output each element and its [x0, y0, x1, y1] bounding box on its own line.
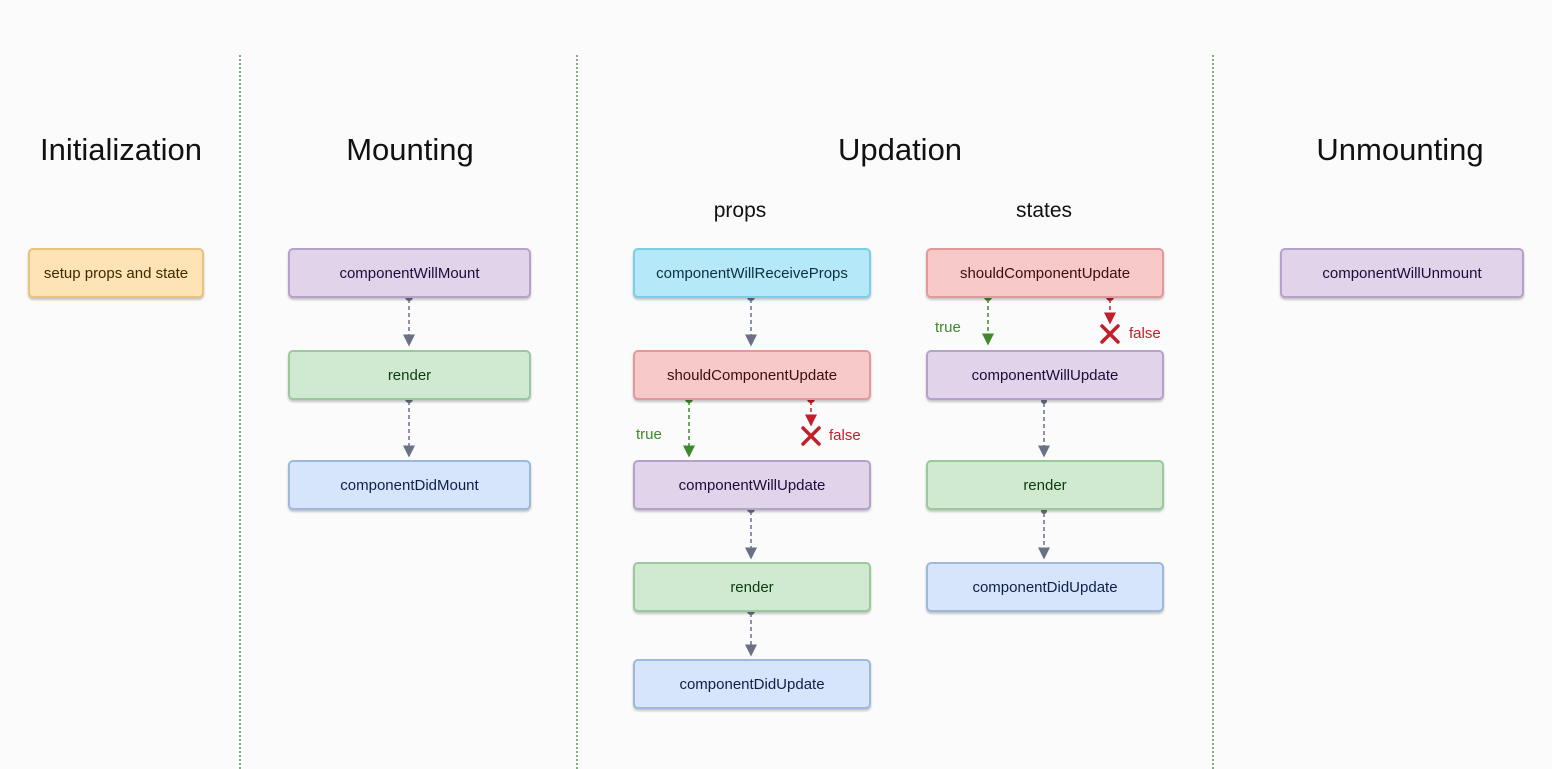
heading-unmounting: Unmounting: [1316, 132, 1484, 167]
connector-mount-2: [403, 395, 415, 458]
section-divider: [239, 55, 241, 769]
heading-mounting: Mounting: [346, 132, 474, 167]
states-false-label: false: [1129, 325, 1161, 342]
node-component-did-mount: componentDidMount: [288, 460, 531, 510]
connector-states-true: [982, 293, 994, 346]
node-props-component-did-update: componentDidUpdate: [633, 659, 871, 709]
props-false-label: false: [829, 427, 861, 444]
subheading-props: props: [713, 199, 767, 222]
node-props-component-will-update: componentWillUpdate: [633, 460, 871, 510]
node-mount-render: render: [288, 350, 531, 400]
node-component-will-receive-props: componentWillReceiveProps: [633, 248, 871, 298]
node-states-should-component-update: shouldComponentUpdate: [926, 248, 1164, 298]
connector-states-2: [1038, 508, 1050, 560]
connector-mount-1: [403, 293, 415, 347]
connector-states-1: [1038, 398, 1050, 458]
connector-props-1: [745, 293, 757, 347]
node-component-will-mount: componentWillMount: [288, 248, 531, 298]
heading-updation: Updation: [837, 132, 963, 167]
node-component-will-unmount: componentWillUnmount: [1280, 248, 1524, 298]
node-states-render: render: [926, 460, 1164, 510]
node-states-component-will-update: componentWillUpdate: [926, 350, 1164, 400]
connector-props-false: [801, 395, 821, 446]
section-divider: [1212, 55, 1214, 769]
node-setup-props-and-state: setup props and state: [28, 248, 204, 298]
subheading-states: states: [1015, 199, 1073, 222]
props-true-label: true: [636, 426, 662, 443]
heading-initialization: Initialization: [40, 132, 202, 167]
connector-states-false: [1100, 293, 1120, 344]
connector-props-2: [745, 505, 757, 560]
states-true-label: true: [935, 319, 961, 336]
connector-props-true: [683, 395, 695, 458]
section-divider: [576, 55, 578, 769]
node-states-component-did-update: componentDidUpdate: [926, 562, 1164, 612]
node-props-render: render: [633, 562, 871, 612]
connector-props-3: [745, 607, 757, 657]
node-props-should-component-update: shouldComponentUpdate: [633, 350, 871, 400]
